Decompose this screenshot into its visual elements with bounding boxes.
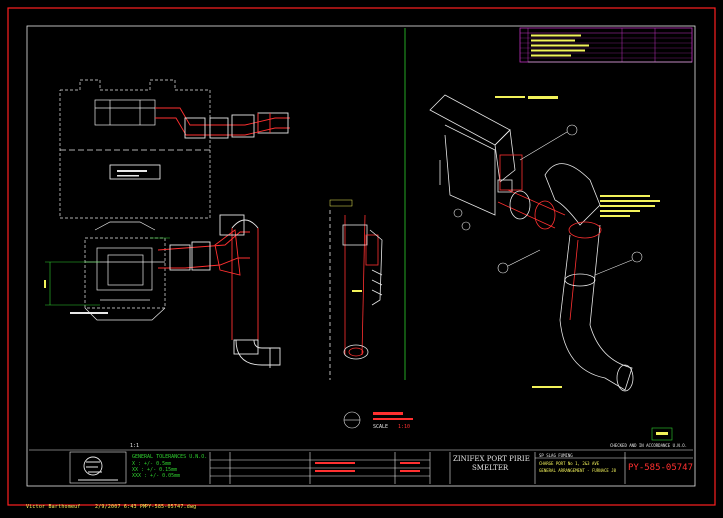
sheet-border-outer — [7, 7, 716, 506]
plot-timestamp: 2/9/2007 6:43 PM — [95, 504, 147, 510]
dimension-lines-left — [45, 237, 170, 306]
plan-pipe-run — [155, 107, 290, 139]
yellow-annotations — [495, 96, 660, 388]
company-name: ZINIFEX PORT PIRIE — [453, 455, 530, 463]
drawing-description-1: SP SLAG FUMING — [539, 453, 573, 458]
scale-label: SCALE — [373, 424, 389, 430]
revision-table — [519, 27, 693, 63]
scale-value: 1:10 — [398, 424, 411, 430]
section-ref: 1:1 — [130, 443, 140, 449]
side-elevation-view — [329, 210, 383, 380]
site-name: SMELTER — [472, 464, 509, 472]
plan-label-box — [109, 164, 161, 180]
sheet-border-inner — [26, 25, 696, 487]
plot-filename: PY-585-05747.dwg — [145, 504, 197, 510]
drawing-description-2: CHARGE PORT No 1, 2&3 AVE — [539, 461, 600, 466]
tolerance-x: X : +/- 0.5mm — [132, 461, 172, 467]
elevation-pipe-run — [157, 214, 281, 368]
checked-note: CHECKED AND IN ACCORDANCE U.N.O. — [610, 443, 688, 448]
drawing-number: PY-585-05747 — [628, 463, 694, 473]
plot-user: Victor Barthomeuf — [26, 504, 81, 510]
drawing-description-3: GENERAL ARRANGEMENT - FURNACE J8 — [539, 468, 617, 473]
section-marker — [343, 411, 361, 429]
north-marker — [651, 427, 673, 441]
company-logo — [78, 456, 118, 481]
plan-view-upper — [59, 79, 211, 219]
title-red-entries — [315, 462, 420, 472]
tolerance-xx: XX : +/- 0.15mm — [132, 467, 178, 473]
tolerances-title: GENERAL TOLERANCES U.N.O. — [132, 454, 208, 460]
title-block — [29, 449, 693, 484]
tolerance-xxx: XXX : +/- 0.05mm — [132, 473, 181, 479]
elevation-view-lower — [84, 221, 166, 321]
callouts — [453, 124, 643, 276]
isometric-view — [429, 94, 634, 392]
